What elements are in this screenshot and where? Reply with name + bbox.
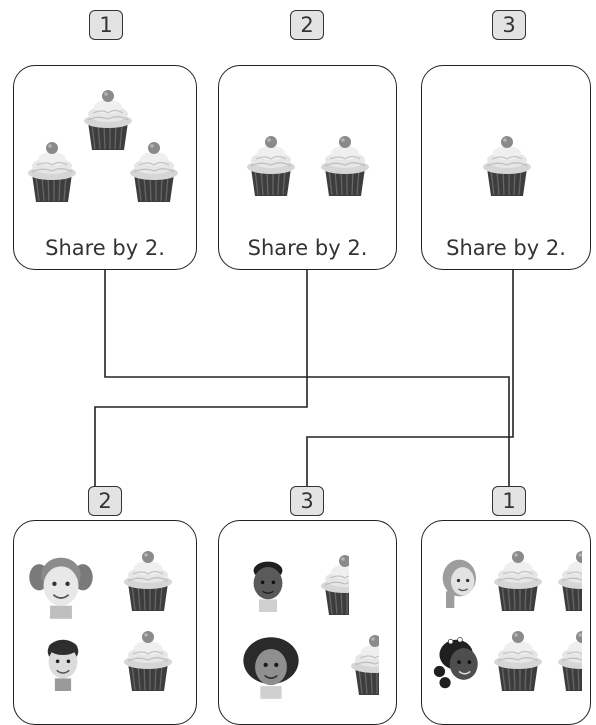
cupcake-icon <box>488 625 548 695</box>
bottom-card-1 <box>421 520 591 725</box>
girl-face-icon <box>239 633 303 701</box>
cupcake-partial-icon <box>552 545 582 617</box>
girl-face-icon <box>436 551 486 615</box>
cupcake-icon <box>22 136 82 206</box>
cupcake-icon <box>118 625 178 695</box>
top-card-2: Share by 2. <box>218 65 397 270</box>
top-number-badge-2: 2 <box>290 10 324 40</box>
card-label: Share by 2. <box>247 236 368 260</box>
bottom-card-2 <box>13 520 197 725</box>
connector-2-to-2 <box>94 270 308 492</box>
top-card-3: Share by 2. <box>421 65 591 270</box>
girl-with-pigtails-face-icon <box>28 551 94 621</box>
cupcake-partial-icon <box>315 549 349 621</box>
card-label: Share by 2. <box>446 236 566 260</box>
card-label: Share by 2. <box>45 236 165 260</box>
boy-face-icon <box>36 633 90 695</box>
cupcake-partial-icon <box>345 629 379 701</box>
top-card-1: Share by 2. <box>13 65 197 270</box>
cupcake-icon <box>118 545 178 615</box>
top-number-badge-3: 3 <box>492 10 526 40</box>
cupcake-icon <box>241 130 301 200</box>
girl-with-braids-face-icon <box>432 631 488 697</box>
top-number-badge-1: 1 <box>89 10 123 40</box>
cupcake-icon <box>477 130 537 200</box>
bottom-number-badge-1: 1 <box>492 486 526 516</box>
cupcake-icon <box>124 136 184 206</box>
cupcake-icon <box>488 545 548 615</box>
bottom-number-badge-2: 2 <box>88 486 122 516</box>
cupcake-icon <box>315 130 375 200</box>
bottom-card-3 <box>218 520 397 725</box>
boy-face-icon <box>241 553 295 617</box>
bottom-number-badge-3: 3 <box>290 486 324 516</box>
cupcake-partial-icon <box>552 625 582 697</box>
connector-3-to-3 <box>306 270 514 492</box>
